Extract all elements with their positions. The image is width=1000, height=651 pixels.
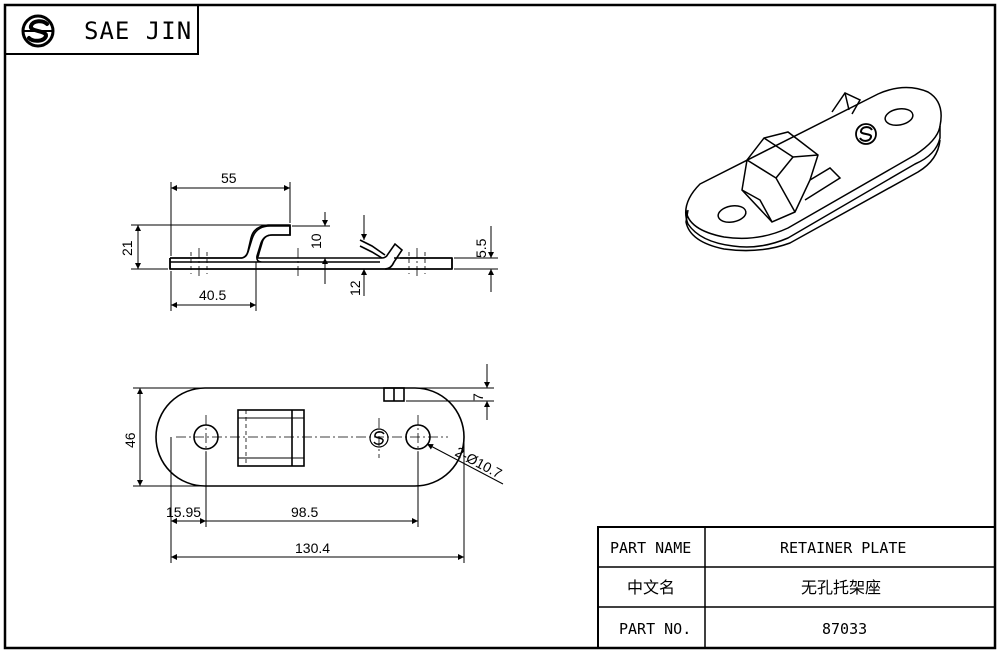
isometric-view — [685, 86, 942, 252]
dim-5-5: 5.5 — [473, 238, 489, 258]
dim-12: 12 — [347, 280, 363, 296]
iso-hole-left — [717, 205, 747, 223]
brand-name: SAE JIN — [84, 17, 192, 45]
dim-55: 55 — [221, 170, 237, 186]
dim-holes: 2-Ø10.7 — [453, 444, 505, 482]
plan-view-outline — [155, 387, 465, 487]
title-value-chinese-name: 无孔托架座 — [801, 578, 881, 597]
dim-46: 46 — [122, 432, 138, 448]
sae-jin-logo-icon — [21, 14, 55, 48]
brand-header: SAE JIN — [4, 4, 199, 55]
title-value-part-name: RETAINER PLATE — [780, 539, 906, 557]
title-label-part-name: PART NAME — [610, 539, 691, 557]
iso-logo-icon — [855, 123, 877, 145]
dim-7: 7 — [470, 393, 486, 401]
dim-130-4: 130.4 — [295, 540, 330, 556]
brand-box — [4, 4, 199, 55]
plan-view: 46 7 2-Ø10.7 15.95 98.5 130.4 — [122, 364, 505, 563]
side-view: 55 21 10 12 5.5 40.5 — [119, 170, 498, 311]
dim-10: 10 — [308, 233, 324, 249]
dim-98-5: 98.5 — [291, 504, 318, 520]
dim-21: 21 — [119, 240, 135, 256]
dim-40-5: 40.5 — [199, 287, 226, 303]
iso-hole-right — [884, 108, 914, 126]
title-value-part-no: 87033 — [822, 620, 867, 638]
title-block: PART NAME RETAINER PLATE 中文名 无孔托架座 PART … — [597, 526, 996, 649]
title-label-part-no: PART NO. — [619, 620, 691, 638]
sheet-border — [3, 3, 997, 650]
dim-15-95: 15.95 — [166, 504, 201, 520]
title-label-chinese-name: 中文名 — [627, 578, 675, 597]
